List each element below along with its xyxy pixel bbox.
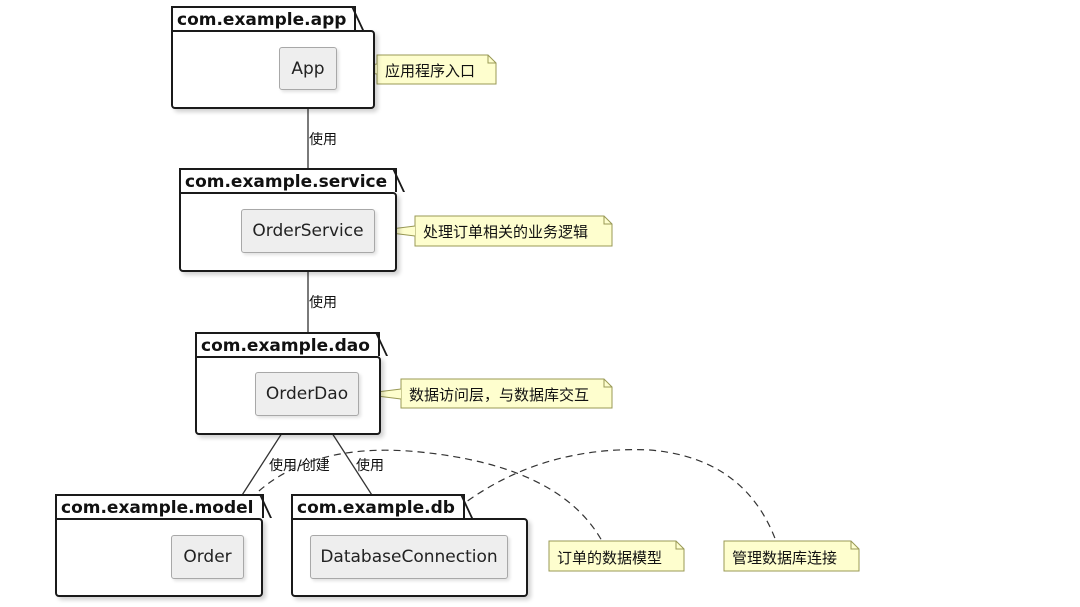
note-link-model — [241, 449, 603, 542]
edge-label-service-dao: 使用 — [309, 295, 337, 311]
class-database-connection: DatabaseConnection — [310, 535, 508, 579]
edge-label-dao-model: 使用/创建 — [269, 458, 330, 474]
package-app-tab: com.example.app — [171, 6, 357, 30]
package-service-tab: com.example.service — [179, 168, 398, 192]
note-app: 应用程序入口 — [385, 62, 476, 80]
note-model-shape — [548, 540, 685, 572]
edge-label-app-service: 使用 — [309, 132, 337, 148]
package-model-tab: com.example.model — [55, 494, 264, 518]
package-app — [171, 30, 375, 109]
package-db-tab: com.example.db — [291, 494, 465, 518]
note-service-shape — [374, 215, 613, 247]
note-model: 订单的数据模型 — [557, 549, 663, 567]
package-dao-tab: com.example.dao — [195, 332, 380, 356]
class-order: Order — [171, 535, 244, 579]
class-order-dao: OrderDao — [255, 372, 359, 416]
class-order-service: OrderService — [241, 209, 375, 253]
class-app: App — [279, 47, 337, 90]
package-model — [55, 518, 263, 597]
note-db-shape — [723, 540, 860, 572]
note-link-db — [457, 449, 777, 542]
note-db: 管理数据库连接 — [732, 549, 838, 567]
note-dao: 数据访问层，与数据库交互 — [409, 386, 590, 404]
note-service: 处理订单相关的业务逻辑 — [423, 223, 589, 241]
edge-label-dao-db: 使用 — [356, 458, 384, 474]
